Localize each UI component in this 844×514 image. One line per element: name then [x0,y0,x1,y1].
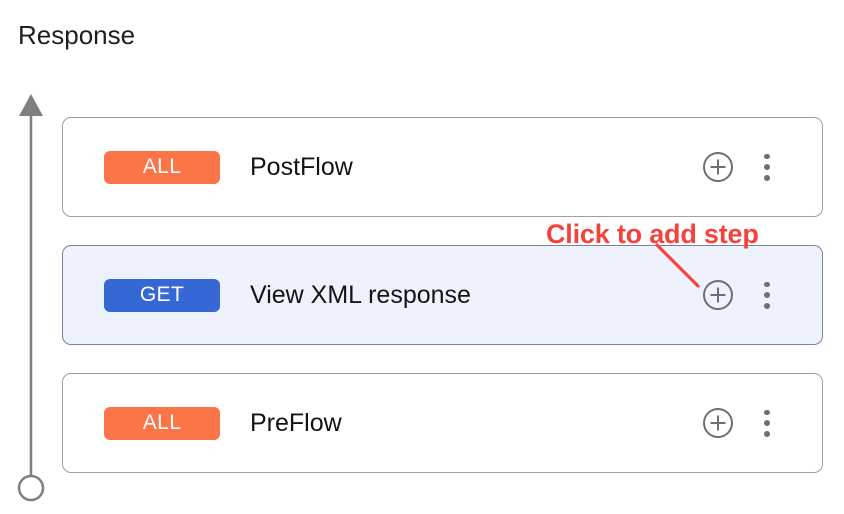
flow-row-label: PreFlow [250,408,342,437]
plus-circle-icon[interactable] [702,407,734,439]
verb-badge: ALL [104,406,220,440]
page-title: Response [18,20,136,50]
flow-row-label: View XML response [250,280,471,309]
row-actions [702,407,778,439]
circle-outline-icon [17,474,45,502]
plus-circle-icon[interactable] [702,151,734,183]
flow-list: ALL PostFlow GET View XML response [62,117,823,473]
more-vertical-icon[interactable] [756,151,778,183]
verb-badge: GET [104,278,220,312]
verb-badge: ALL [104,150,220,184]
flow-row-view-xml-response[interactable]: GET View XML response [62,245,823,345]
more-vertical-icon[interactable] [756,407,778,439]
arrow-up-icon [19,94,43,116]
flow-timeline-axis [12,88,52,502]
flow-row-postflow[interactable]: ALL PostFlow [62,117,823,217]
row-actions [702,279,778,311]
flow-row-label: PostFlow [250,152,353,181]
callout-label: Click to add step [546,219,759,249]
plus-circle-icon[interactable] [702,279,734,311]
flow-row-preflow[interactable]: ALL PreFlow [62,373,823,473]
row-actions [702,151,778,183]
more-vertical-icon[interactable] [756,279,778,311]
pointer-line-icon [655,243,700,288]
callout-arrow [648,240,708,292]
timeline-svg [17,94,45,502]
